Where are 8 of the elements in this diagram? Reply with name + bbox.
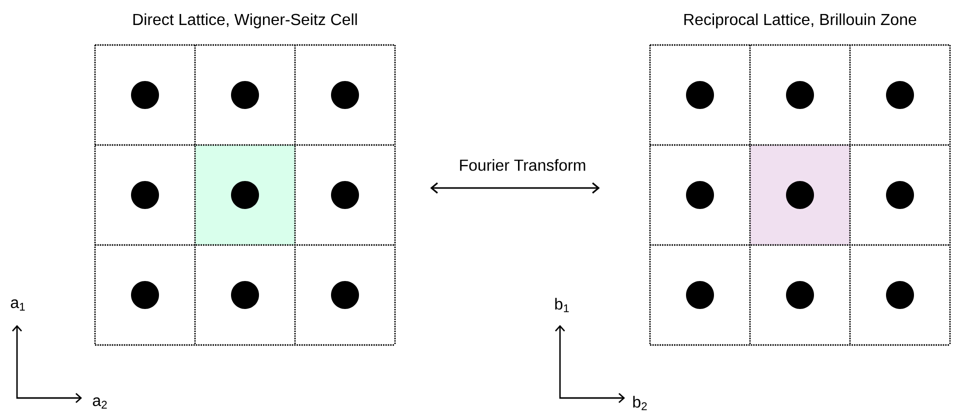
edge-label: Fourier Transform: [458, 158, 588, 172]
lattice-title: Reciprocal Lattice, Brillouin Zone: [684, 13, 916, 28]
axis-label: b$_{1}$: [555, 298, 569, 312]
double-arrow: [430, 182, 600, 194]
axis-label: a$_{1}$: [10, 299, 25, 311]
lattice-title: Direct Lattice, Wigner-Seitz Cell: [133, 13, 357, 28]
axis-label: a$_{2}$: [92, 397, 107, 409]
axis-label: b$_{2}$: [633, 396, 647, 410]
